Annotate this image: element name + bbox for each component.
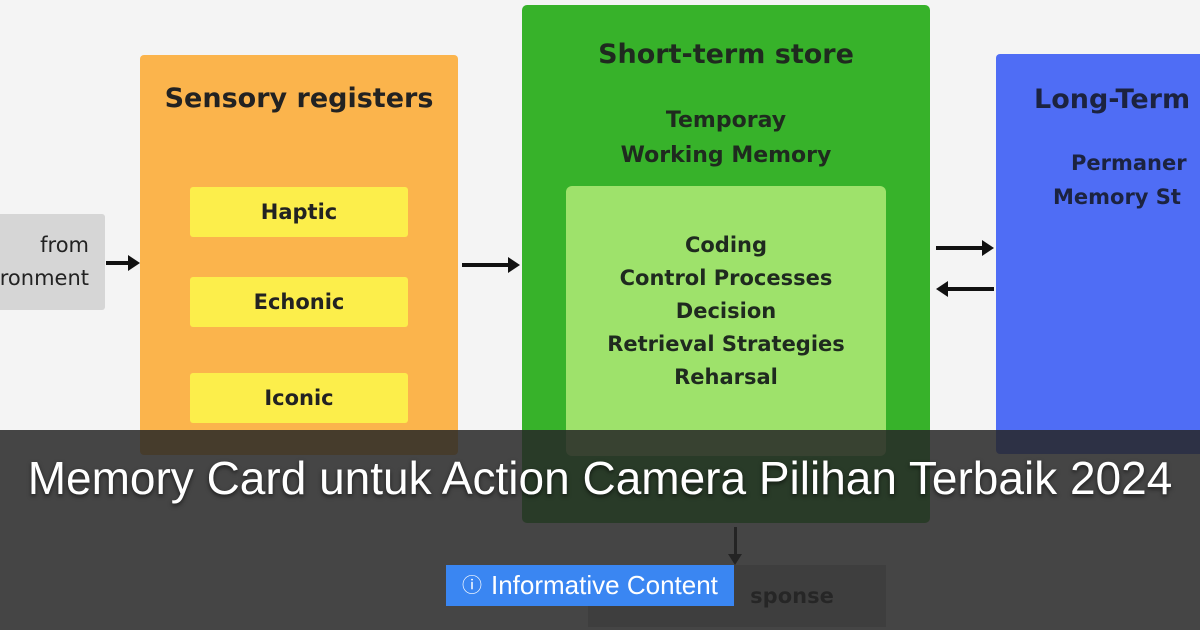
input-line-1: from [40, 233, 89, 257]
stm-subtitle-line-2: Working Memory [620, 143, 832, 168]
ltm-subtitle-line-1: Permaner [1071, 151, 1187, 175]
process-reharsal: Reharsal [674, 364, 778, 389]
sensory-item-echonic: Echonic [190, 277, 408, 327]
process-control-processes: Control Processes [619, 265, 833, 290]
process-coding: Coding [684, 232, 768, 257]
stm-subtitle-line-1: Temporay [665, 108, 787, 133]
sensory-registers-title: Sensory registers [164, 83, 434, 114]
input-from-environment-box: from ronment [0, 214, 105, 310]
short-term-store-title: Short-term store [598, 39, 854, 70]
article-headline: Memory Card untuk Action Camera Pilihan … [27, 452, 1173, 504]
short-term-store-box: Short-term store Temporay Working Memory… [522, 5, 930, 523]
info-icon: ⓘ [462, 574, 482, 597]
process-decision: Decision [675, 298, 777, 323]
arrow-sensory-to-stm [462, 257, 520, 273]
control-processes-box: Coding Control Processes Decision Retrie… [566, 186, 886, 456]
short-term-store-subtitle: Temporay Working Memory [522, 103, 930, 173]
sensory-item-haptic: Haptic [190, 187, 408, 237]
long-term-store-box: Long-Term Permaner Memory St [996, 54, 1200, 454]
arrow-stm-to-ltm [936, 240, 994, 256]
long-term-store-title: Long-Term [1034, 84, 1191, 115]
category-badge-label: Informative Content [491, 570, 718, 600]
sensory-item-iconic: Iconic [190, 373, 408, 423]
ltm-subtitle-line-2: Memory St [1053, 185, 1181, 209]
arrow-input-to-sensory [106, 255, 140, 271]
sensory-registers-box: Sensory registers Haptic Echonic Iconic [140, 55, 458, 455]
arrow-ltm-to-stm [936, 281, 994, 297]
input-line-2: ronment [0, 266, 89, 290]
process-retrieval-strategies: Retrieval Strategies [607, 331, 845, 356]
category-badge[interactable]: ⓘ Informative Content [446, 565, 734, 606]
long-term-store-subtitle: Permaner Memory St [1053, 146, 1187, 214]
